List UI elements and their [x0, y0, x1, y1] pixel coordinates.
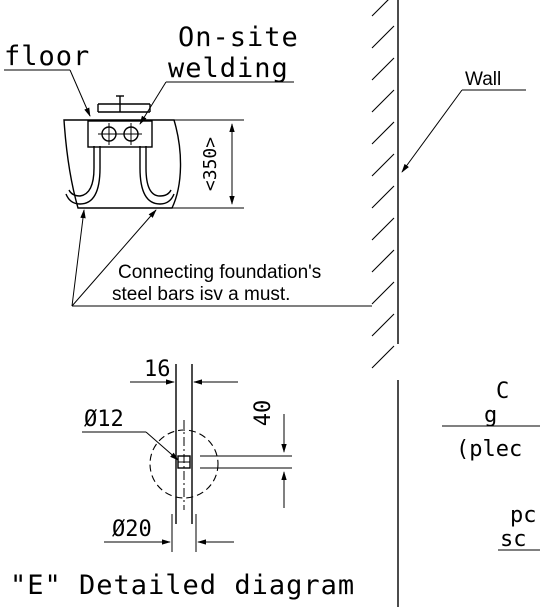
rebar-left	[68, 146, 95, 197]
cut-text-2: g	[484, 403, 497, 428]
note-line2: steel bars isv a must.	[112, 284, 290, 305]
cut-text-3: (plec	[456, 437, 522, 462]
dim-40-label: 40	[251, 400, 276, 427]
phi20-label: Ø20	[112, 517, 152, 542]
wall-hatching	[371, 0, 395, 369]
dimension-40	[200, 414, 292, 508]
wall-leader	[401, 89, 526, 173]
detail-circle	[149, 429, 219, 499]
cut-text-1: C	[496, 379, 509, 404]
phi12-label: Ø12	[84, 407, 124, 432]
welding-leader	[139, 81, 294, 125]
dim-350-label: <350>	[200, 137, 221, 191]
note-line1: Connecting foundation's	[118, 262, 321, 283]
cut-text-4: pc	[510, 503, 537, 528]
dim-16-label: 16	[144, 357, 171, 382]
wall-label: Wall	[465, 69, 501, 90]
phi12-leader	[82, 431, 179, 461]
onsite-label-line1: On-site	[178, 22, 299, 53]
foundation-block	[63, 95, 182, 209]
floor-label: floor	[4, 41, 90, 72]
detail-caption: "E" Detailed diagram	[10, 570, 355, 601]
detail-e	[149, 364, 219, 524]
rebar-right	[145, 146, 172, 197]
wall-section	[371, 0, 399, 607]
onsite-label-line2: welding	[168, 53, 289, 84]
dimension-350	[172, 119, 244, 209]
note-leaders	[71, 209, 372, 307]
cut-text-5: sc	[500, 527, 527, 552]
dimension-phi20	[104, 514, 234, 552]
floor-leader	[4, 69, 91, 117]
embedded-plate	[87, 120, 153, 148]
